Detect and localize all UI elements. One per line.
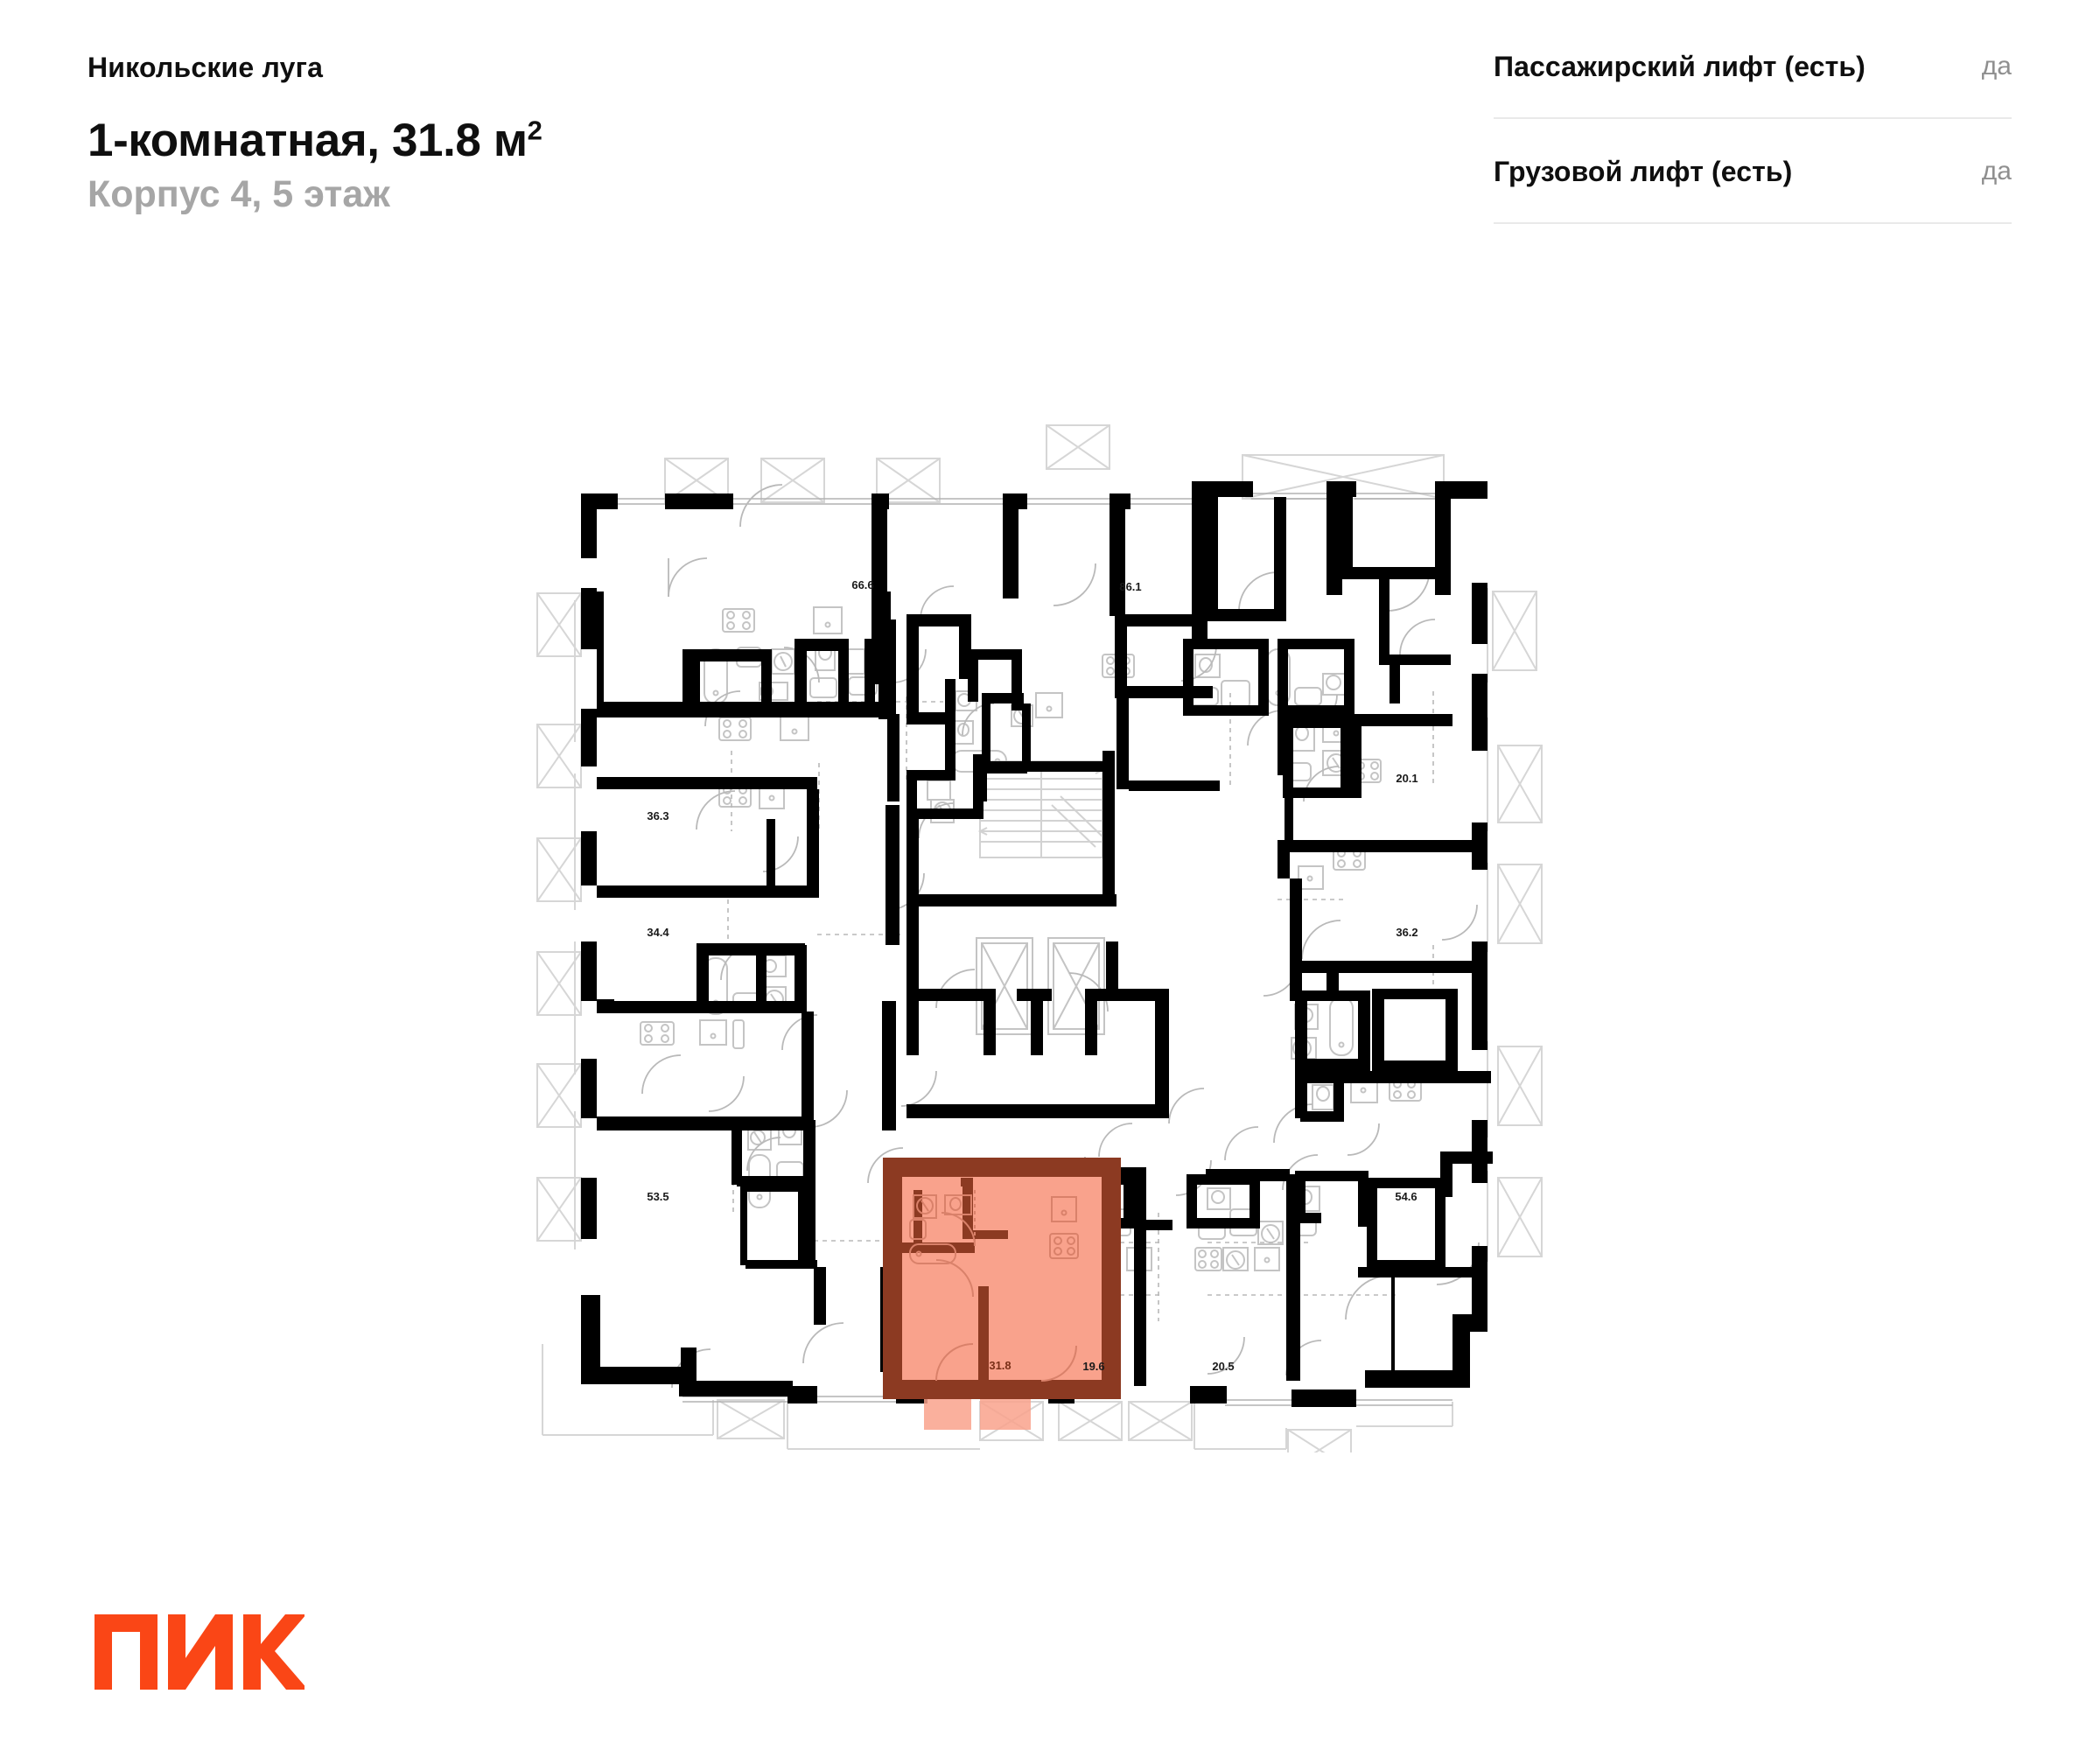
specs-table: Пассажирский лифт (есть) да Грузовой лиф… xyxy=(1494,49,2012,224)
spec-row-passenger-elevator: Пассажирский лифт (есть) да xyxy=(1494,49,2012,119)
spec-row-freight-elevator: Грузовой лифт (есть) да xyxy=(1494,154,2012,224)
floorplan[interactable]: 31.8 66.6 86.1 20.1 36.3 34.4 36.2 53.5 … xyxy=(525,420,1558,1452)
project-name: Никольские луга xyxy=(88,52,324,83)
spec-value: да xyxy=(1981,52,2012,80)
area-label: 53.5 xyxy=(647,1190,668,1203)
area-label: 19.6 xyxy=(1082,1360,1104,1373)
spec-label: Пассажирский лифт (есть) xyxy=(1494,51,1866,82)
apartment-title-text: 1-комнатная, 31.8 м xyxy=(88,115,528,167)
area-label: 66.6 xyxy=(851,578,873,592)
window-glazing xyxy=(616,493,1452,1406)
pik-logo-mark xyxy=(94,1614,304,1690)
floorplan-drawing[interactable]: 31.8 66.6 86.1 20.1 36.3 34.4 36.2 53.5 … xyxy=(525,420,1558,1452)
area-label: 20.1 xyxy=(1396,772,1418,785)
page-title: 1-комнатная, 31.8 м2 xyxy=(88,116,1138,165)
square-meter-superscript: 2 xyxy=(527,115,542,146)
area-label: 34.4 xyxy=(647,926,669,939)
highlight-area-label: 31.8 xyxy=(989,1359,1011,1372)
area-labels: 66.6 86.1 20.1 36.3 34.4 36.2 53.5 54.6 … xyxy=(647,578,1418,1373)
spec-label: Грузовой лифт (есть) xyxy=(1494,156,1793,187)
title-block: Никольские луга 1-комнатная, 31.8 м2 Кор… xyxy=(88,51,1138,216)
area-label: 86.1 xyxy=(1119,580,1141,593)
spec-value: да xyxy=(1981,157,2012,186)
area-label: 54.6 xyxy=(1395,1190,1417,1203)
highlighted-apartment[interactable]: 31.8 xyxy=(883,1158,1121,1430)
page-header: Никольские луга 1-комнатная, 31.8 м2 Кор… xyxy=(0,0,2100,289)
apartment-subtitle: Корпус 4, 5 этаж xyxy=(88,172,390,215)
area-label: 36.2 xyxy=(1396,926,1418,939)
area-label: 36.3 xyxy=(647,809,668,822)
area-label: 20.5 xyxy=(1212,1360,1234,1373)
pik-logo[interactable] xyxy=(94,1614,304,1690)
